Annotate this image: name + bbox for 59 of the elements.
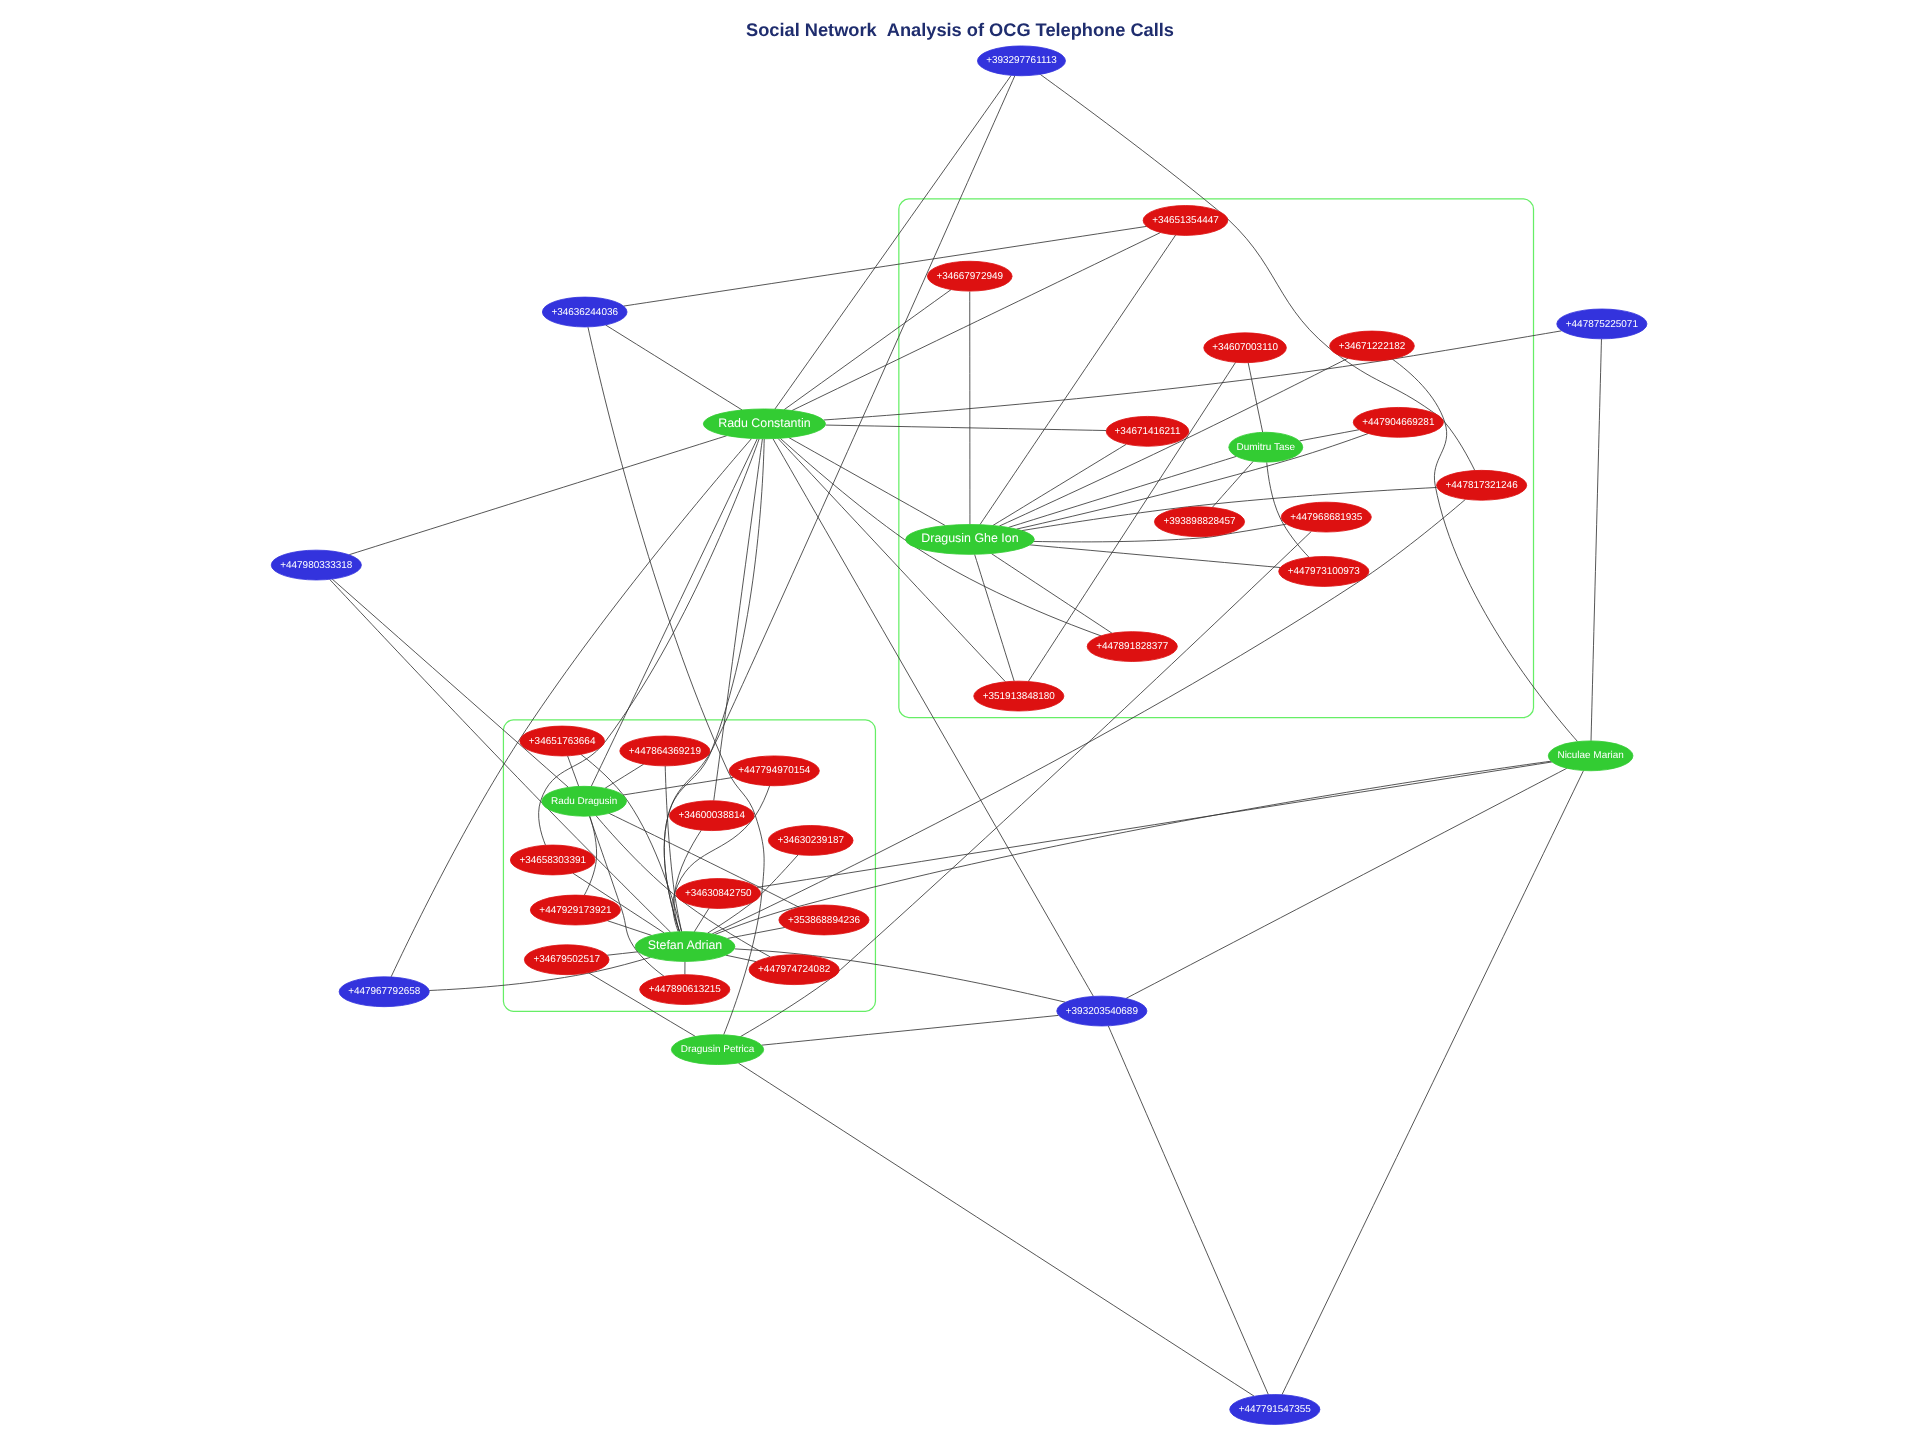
connector (622, 225, 1147, 307)
connector (663, 765, 682, 932)
connector (724, 954, 756, 962)
connector (571, 872, 664, 934)
connector (776, 438, 1005, 683)
connector (968, 291, 970, 525)
connector (1028, 544, 1280, 568)
connector (347, 435, 727, 556)
connector (733, 948, 1065, 1003)
connector (1106, 1025, 1268, 1395)
connector (790, 232, 1160, 411)
connector (589, 438, 757, 787)
connector (712, 438, 762, 801)
connector (737, 1062, 1254, 1397)
connector (991, 443, 1126, 526)
connector (771, 438, 1093, 997)
connector (604, 324, 742, 411)
connector (1280, 770, 1583, 1396)
connector (579, 754, 681, 933)
connector (1124, 767, 1567, 999)
connector (586, 972, 695, 1037)
connector (1038, 74, 1475, 471)
connector (782, 289, 951, 411)
connector (330, 578, 568, 788)
connector (990, 553, 1112, 634)
connector (1032, 523, 1286, 543)
connector (588, 815, 664, 977)
connector (427, 956, 650, 991)
connector (978, 234, 1176, 526)
connector (672, 829, 701, 932)
connector (692, 907, 709, 933)
cluster (897, 198, 1534, 719)
connector (1298, 429, 1359, 442)
connector (1210, 460, 1253, 508)
connector (1026, 361, 1236, 682)
connector (739, 531, 1311, 1038)
connector (726, 927, 785, 939)
connector (787, 437, 945, 526)
connector (606, 920, 652, 936)
connector (1246, 362, 1263, 433)
connector (621, 776, 733, 796)
connector (1589, 338, 1601, 742)
connector (706, 854, 798, 934)
cluster (501, 719, 876, 1013)
connector (1007, 456, 1236, 528)
connector (594, 815, 770, 958)
connector (824, 424, 1106, 431)
connector (997, 357, 1348, 527)
connector (603, 763, 644, 789)
connector (1265, 461, 1309, 558)
connector (778, 438, 1101, 637)
connector (973, 554, 1014, 682)
connector (760, 1014, 1058, 1046)
connector (755, 761, 1552, 888)
connector (328, 579, 670, 933)
connector (566, 755, 579, 787)
diagram-title: Social Network Analysis of OCG Telephone Calls (745, 20, 1173, 41)
connector (605, 951, 638, 956)
connector (1390, 358, 1577, 742)
